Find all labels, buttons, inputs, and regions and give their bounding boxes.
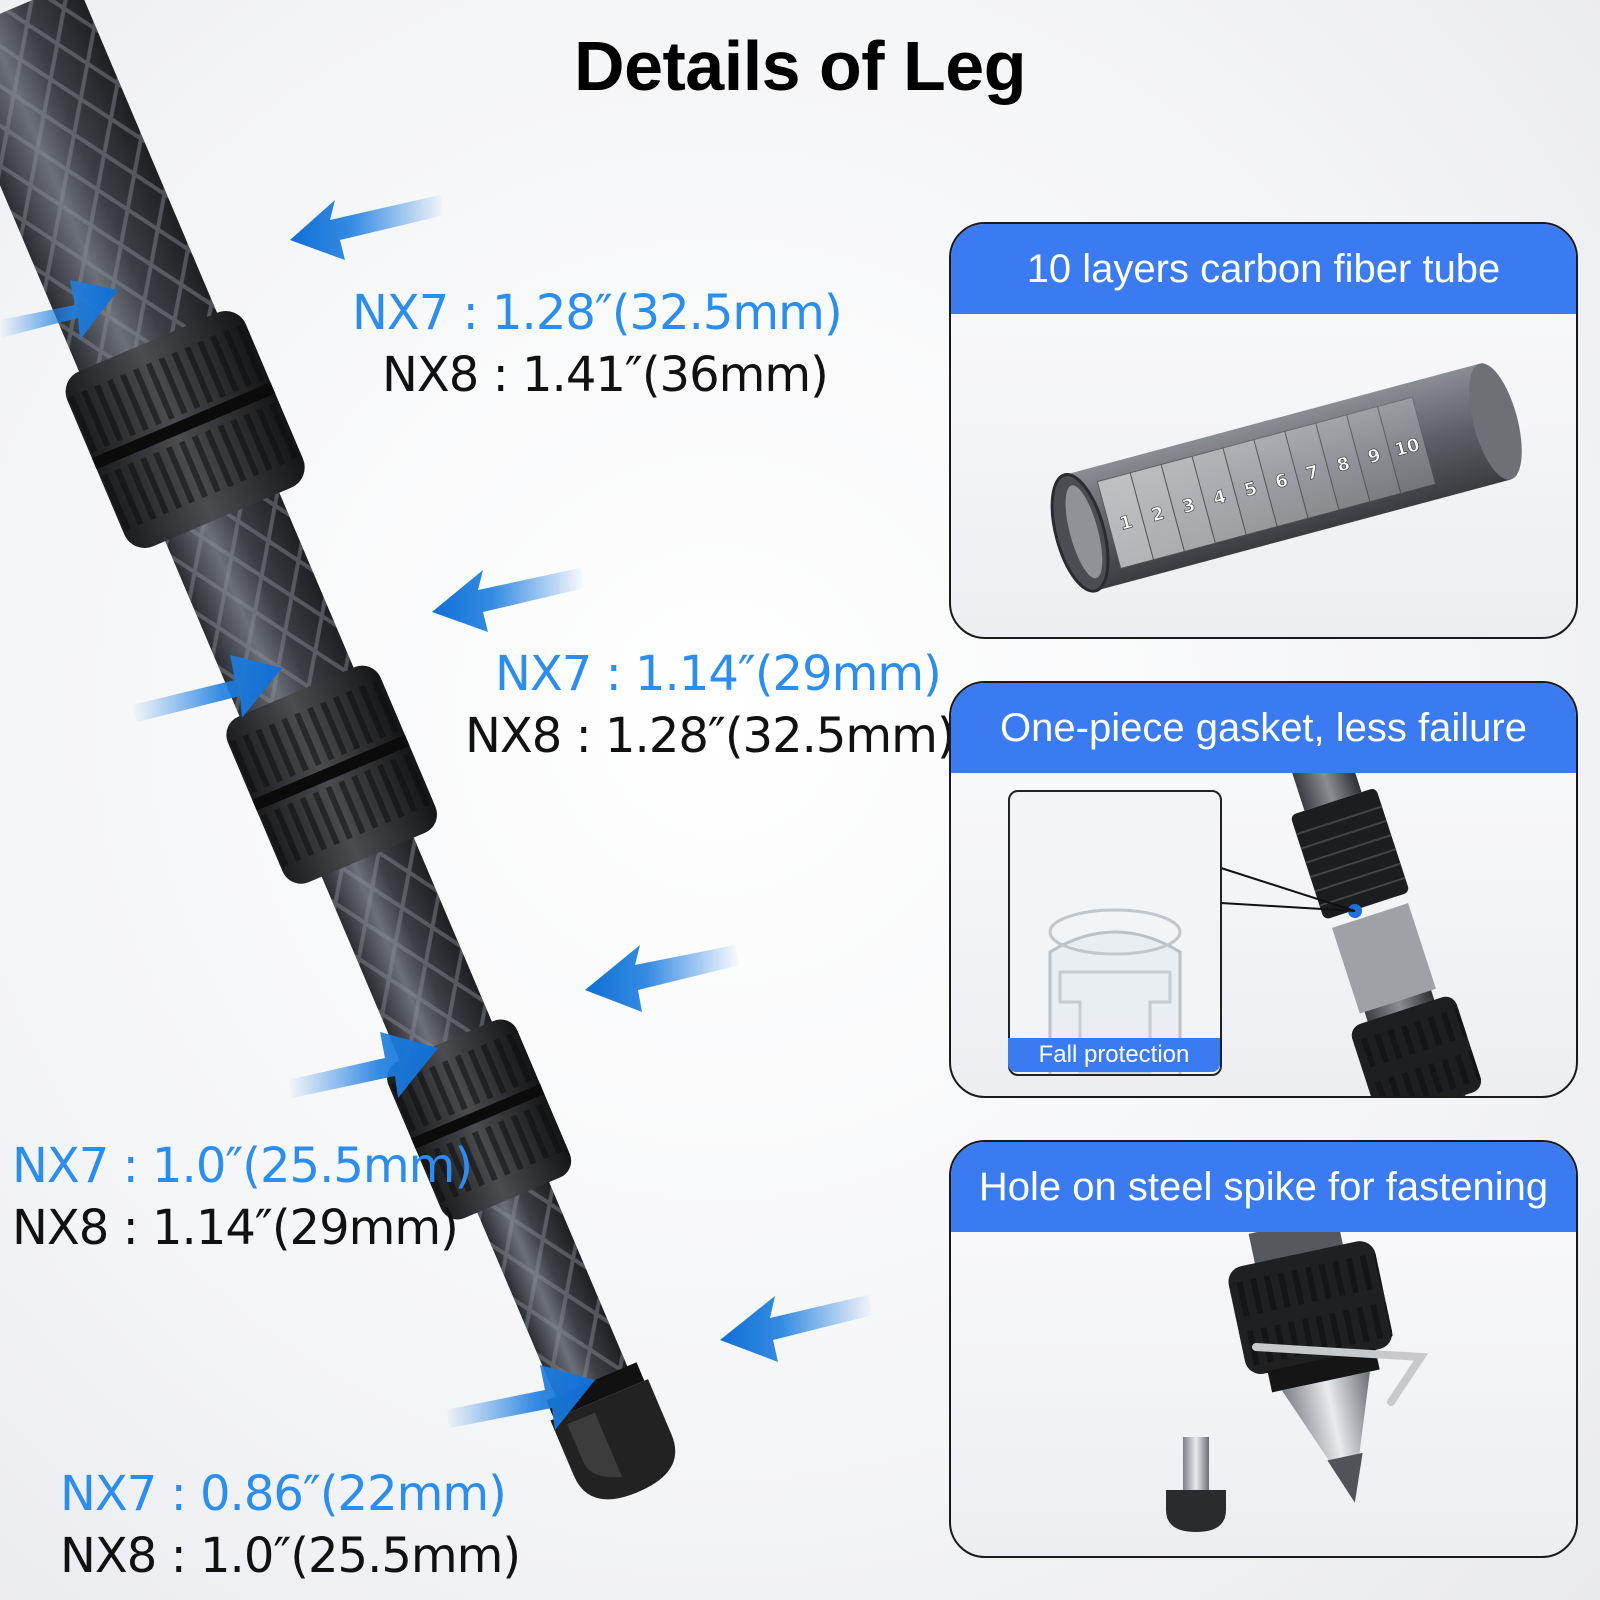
layer-label: 9 <box>1366 445 1384 469</box>
measure-arrow <box>132 655 282 722</box>
leg-lock-collar-1[interactable] <box>59 304 312 555</box>
nx8-diameter: NX8 : 1.28″(32.5mm) <box>465 708 956 764</box>
spec-label-1: NX7 : 1.28″(32.5mm) NX8 : 1.41″(36mm) <box>352 282 843 406</box>
fall-protection-label: Fall protection <box>1008 1038 1220 1072</box>
leg-lock-collar-2[interactable] <box>220 659 443 890</box>
nx7-diameter: NX7 : 1.14″(29mm) <box>495 646 942 702</box>
spec-label-3: NX7 : 1.0″(25.5mm) NX8 : 1.14″(29mm) <box>12 1135 473 1259</box>
layer-label: 5 <box>1242 478 1260 502</box>
nx7-diameter: NX7 : 0.86″(22mm) <box>60 1466 507 1522</box>
nx8-diameter: NX8 : 1.0″(25.5mm) <box>60 1528 521 1584</box>
measure-arrow <box>0 280 118 340</box>
feature-card-carbon-tube: 10 layers carbon fiber tube <box>949 222 1578 639</box>
layer-label: 4 <box>1211 486 1229 510</box>
measure-arrow <box>290 195 445 260</box>
carbon-tube-layers-image: 1 2 3 4 5 6 7 8 9 10 <box>1050 363 1522 593</box>
steel-spike-image <box>1166 1232 1429 1532</box>
layer-label: 1 <box>1117 511 1135 535</box>
layer-label: 7 <box>1304 461 1322 485</box>
gasket-inset <box>1008 790 1222 1076</box>
gasket-image <box>1220 773 1482 1096</box>
feature-card-steel-spike: Hole on steel spike for fastening <box>949 1140 1578 1558</box>
rubber-foot-accessory <box>1166 1437 1226 1532</box>
page-title: Details of Leg <box>574 27 1026 105</box>
measure-arrow <box>432 568 585 632</box>
card-heading: 10 layers carbon fiber tube <box>951 224 1576 314</box>
measure-arrow <box>720 1295 873 1362</box>
layer-label: 6 <box>1273 470 1291 494</box>
layer-label: 8 <box>1335 453 1353 477</box>
feature-card-gasket: One-piece gasket, less failure <box>949 681 1578 1098</box>
nx7-diameter: NX7 : 1.28″(32.5mm) <box>352 285 843 341</box>
measure-arrow <box>445 1365 595 1430</box>
leg-lock-collar-3[interactable] <box>381 1014 576 1225</box>
layer-label: 3 <box>1180 494 1198 518</box>
spec-label-2: NX7 : 1.14″(29mm) NX8 : 1.28″(32.5mm) <box>465 643 956 767</box>
layer-label: 2 <box>1149 503 1167 527</box>
nx8-diameter: NX8 : 1.41″(36mm) <box>382 347 829 403</box>
measure-arrow <box>288 1032 438 1098</box>
measure-arrow <box>585 945 740 1012</box>
card-heading: Hole on steel spike for fastening <box>951 1142 1576 1232</box>
spec-label-4: NX7 : 0.86″(22mm) NX8 : 1.0″(25.5mm) <box>60 1463 521 1587</box>
card-heading: One-piece gasket, less failure <box>951 683 1576 773</box>
nx8-diameter: NX8 : 1.14″(29mm) <box>12 1200 459 1256</box>
nx7-diameter: NX7 : 1.0″(25.5mm) <box>12 1138 473 1194</box>
